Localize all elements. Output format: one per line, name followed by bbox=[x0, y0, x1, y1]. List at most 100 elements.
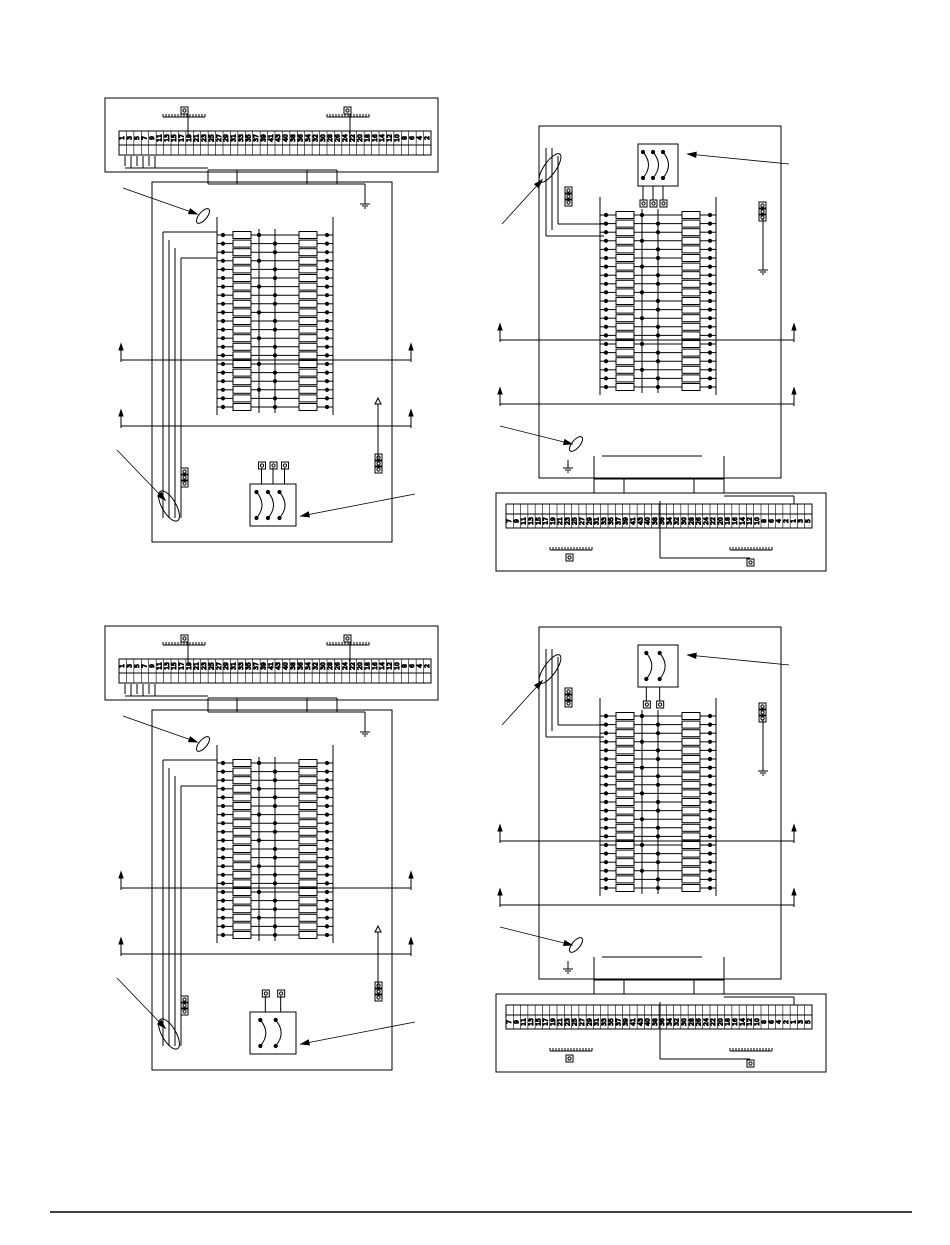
junction-dot bbox=[220, 336, 226, 341]
terminal-number: 21 bbox=[194, 134, 201, 142]
junction-dot bbox=[603, 212, 609, 218]
bonding-lug bbox=[374, 981, 383, 990]
contactor bbox=[637, 143, 679, 187]
terminal-number: 35 bbox=[608, 1018, 615, 1026]
junction-dot bbox=[220, 396, 226, 401]
breaker-right bbox=[298, 334, 318, 343]
bonding-lug-hole bbox=[345, 108, 350, 113]
breaker-left bbox=[615, 383, 635, 391]
junction-dot bbox=[603, 298, 609, 304]
breaker-left bbox=[232, 913, 252, 922]
bonding-lug bbox=[639, 199, 648, 208]
junction-dot bbox=[220, 267, 226, 272]
breaker-left bbox=[232, 870, 252, 879]
bonding-lug-hole bbox=[271, 463, 276, 468]
terminal-number: 7 bbox=[142, 664, 149, 668]
breaker-right bbox=[298, 342, 318, 351]
leader-arrowhead bbox=[686, 151, 697, 159]
bonding-lug-hole bbox=[760, 209, 765, 214]
junction-dot bbox=[324, 370, 330, 375]
terminal-number: 2 bbox=[783, 519, 790, 523]
terminal-number: 4 bbox=[416, 136, 423, 140]
bonding-lug bbox=[564, 693, 573, 702]
terminal-number: 1 bbox=[119, 136, 126, 140]
bonding-lug bbox=[746, 558, 755, 567]
junction-dot bbox=[707, 307, 713, 312]
terminal-number: 21 bbox=[194, 662, 201, 670]
breaker-left bbox=[232, 896, 252, 905]
junction-dot bbox=[324, 344, 330, 349]
junction-dot bbox=[324, 864, 330, 869]
junction-dot bbox=[324, 336, 330, 341]
arrow-head bbox=[408, 936, 414, 945]
neutral-bar-comb bbox=[549, 1048, 593, 1052]
bonding-lug-box bbox=[758, 207, 767, 216]
junction-dot bbox=[707, 817, 713, 822]
breaker-left bbox=[232, 776, 252, 785]
junction-dot bbox=[707, 748, 713, 753]
junction-dot bbox=[220, 812, 226, 817]
terminal-number: 29 bbox=[223, 134, 230, 142]
terminal-number: 2 bbox=[424, 664, 431, 668]
main-lug-block bbox=[623, 478, 695, 494]
terminal-number: 32 bbox=[312, 134, 319, 142]
bonding-lug-box bbox=[746, 1059, 755, 1068]
leader-line bbox=[300, 493, 416, 517]
junction-dot bbox=[324, 803, 330, 809]
junction-dot bbox=[707, 842, 713, 848]
breaker-left bbox=[615, 780, 635, 789]
terminal-number: 28 bbox=[688, 517, 695, 525]
bonding-lug-hole bbox=[566, 701, 571, 706]
breaker-left bbox=[615, 314, 635, 323]
neutral-bar-comb bbox=[549, 547, 593, 551]
junction-dot bbox=[603, 255, 609, 261]
junction-dot bbox=[603, 273, 609, 278]
junction-dot bbox=[707, 722, 713, 727]
breaker-left bbox=[232, 231, 252, 239]
junction-dot bbox=[324, 898, 330, 903]
junction-dot bbox=[707, 230, 713, 235]
breaker-left bbox=[232, 819, 252, 828]
breaker-left bbox=[615, 729, 635, 738]
junction-dot bbox=[324, 889, 330, 895]
junction-dot bbox=[603, 350, 609, 355]
junction-dot bbox=[603, 367, 609, 372]
junction-dot bbox=[324, 932, 330, 938]
junction-dot bbox=[220, 795, 226, 800]
contact-dot bbox=[650, 149, 656, 155]
bonding-lug-hole bbox=[641, 201, 646, 206]
breaker-left bbox=[232, 845, 252, 853]
junction-dot bbox=[220, 258, 226, 263]
terminal-number: 6 bbox=[768, 1020, 775, 1024]
breaker-left bbox=[615, 348, 635, 357]
breaker-right bbox=[681, 331, 701, 340]
leader-line bbox=[122, 715, 198, 743]
bonding-lug-box bbox=[565, 1054, 574, 1063]
breaker-right bbox=[681, 254, 701, 262]
breaker-right bbox=[298, 913, 318, 922]
junction-dot bbox=[603, 359, 609, 364]
terminal-number: 3 bbox=[127, 136, 134, 140]
bonding-lug-hole bbox=[748, 560, 753, 565]
terminal-number: 34 bbox=[305, 134, 312, 142]
cable-bundle-ellipse bbox=[568, 436, 584, 452]
terminal-number: 22 bbox=[710, 517, 717, 525]
junction-dot bbox=[707, 739, 713, 744]
breaker-left bbox=[615, 357, 635, 366]
terminal-number: 33 bbox=[601, 1018, 608, 1026]
terminal-number: 41 bbox=[268, 134, 275, 142]
junction-dot bbox=[707, 247, 713, 252]
terminal-number: 37 bbox=[253, 134, 260, 142]
breaker-left bbox=[615, 262, 635, 271]
contact-dot bbox=[640, 175, 646, 181]
terminal-number: 43 bbox=[637, 1018, 644, 1026]
breaker-left bbox=[615, 720, 635, 729]
bonding-lug-hole bbox=[658, 702, 663, 707]
junction-dot bbox=[707, 834, 713, 839]
terminal-number: 24 bbox=[703, 1018, 710, 1026]
breaker-right bbox=[298, 810, 318, 819]
junction-dot bbox=[707, 273, 713, 278]
